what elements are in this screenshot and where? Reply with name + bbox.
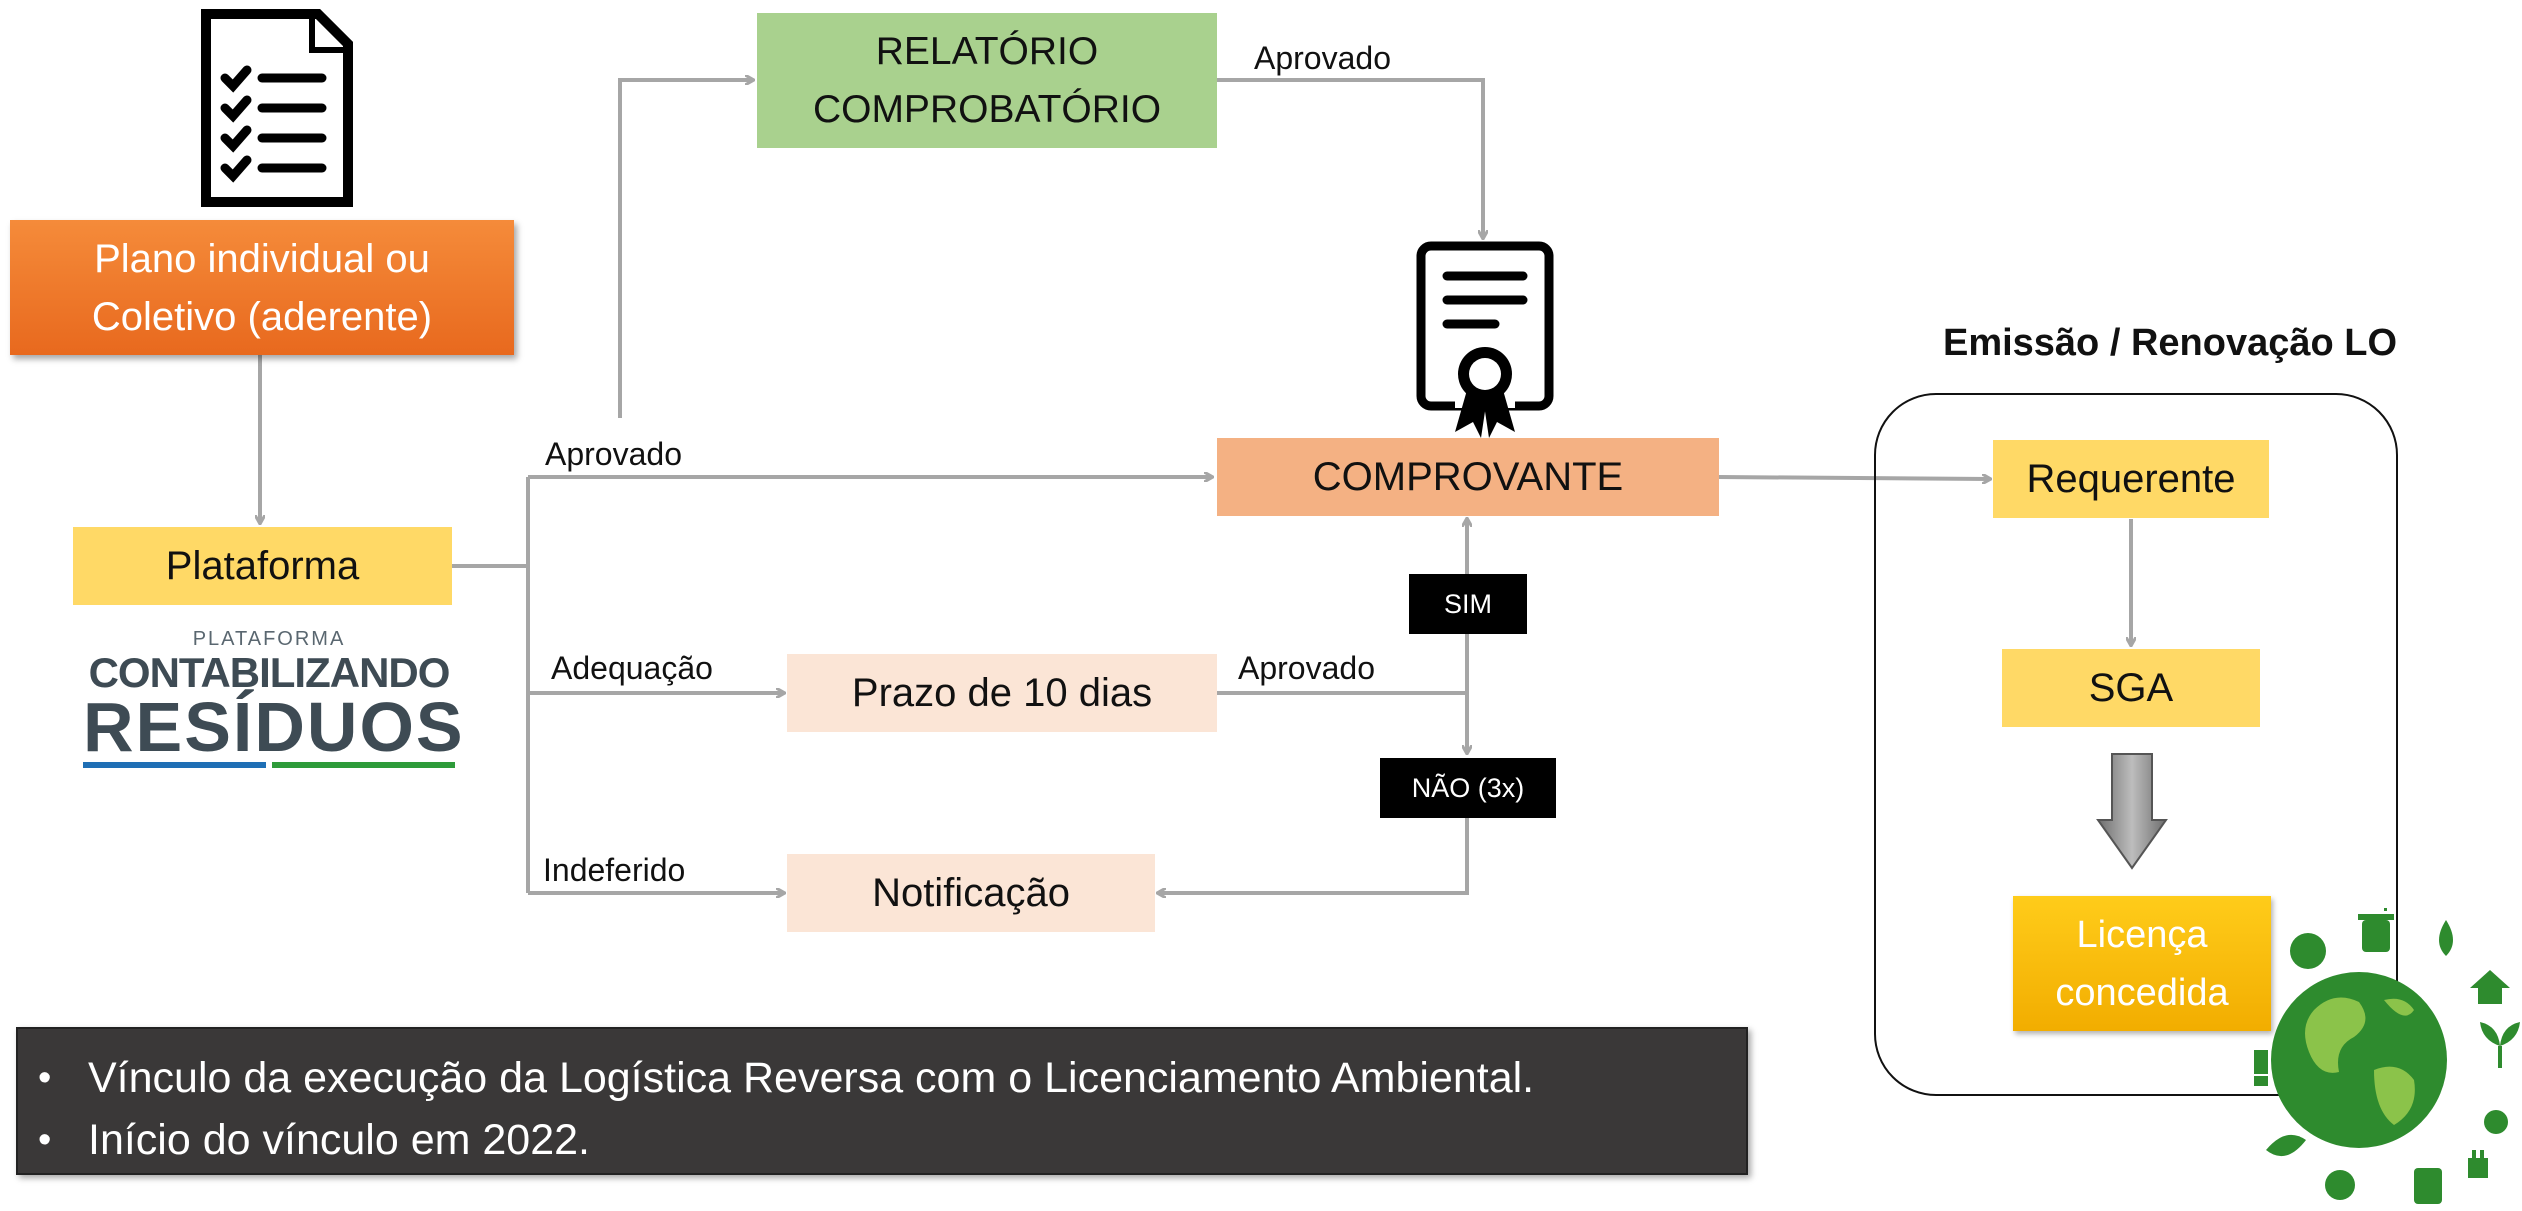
notes-panel: • Vínculo da execução da Logística Rever… xyxy=(16,1027,1748,1175)
bullet-text: Vínculo da execução da Logística Reversa… xyxy=(88,1053,1535,1102)
comprovante-box: COMPROVANTE xyxy=(1217,438,1719,516)
logo-caption: PLATAFORMA xyxy=(192,628,346,650)
sim-tag: SIM xyxy=(1409,574,1527,634)
label-aprovado-direct: Aprovado xyxy=(545,436,682,472)
arrow-comprovante-requerente xyxy=(1718,477,1990,479)
down-arrow-icon xyxy=(2096,753,2168,870)
plano-box: Plano individual ou Coletivo (aderente) xyxy=(10,220,514,355)
label-aprovado-relatorio: Aprovado xyxy=(1254,40,1391,76)
notificacao-box: Notificação xyxy=(787,854,1155,932)
label-indeferido: Indeferido xyxy=(543,852,686,888)
licenca-box: Licença concedida xyxy=(2013,896,2271,1031)
sga-box: SGA xyxy=(2002,649,2260,727)
logo-line-2: RESÍDUOS xyxy=(83,688,465,766)
nao-tag: NÃO (3x) xyxy=(1380,758,1556,818)
arrow-nao-notificacao xyxy=(1158,813,1469,893)
bullet-text: Início do vínculo em 2022. xyxy=(88,1115,590,1164)
checklist-icon xyxy=(201,9,353,207)
bullet-dot: • xyxy=(38,1118,52,1161)
label-adequacao: Adequação xyxy=(551,650,713,686)
arrow-to-relatorio xyxy=(618,80,753,418)
contabilizando-residuos-logo: CONTABILIZANDO RESÍDUOS xyxy=(83,649,465,766)
bullet-dot: • xyxy=(38,1056,52,1099)
lo-frame xyxy=(1874,393,2398,1096)
plataforma-box: Plataforma xyxy=(73,527,452,605)
relatorio-box: RELATÓRIO COMPROBATÓRIO xyxy=(757,13,1217,148)
lo-title: Emissão / Renovação LO xyxy=(1942,322,2398,364)
label-aprovado-prazo: Aprovado xyxy=(1238,650,1375,686)
logo-line-1: CONTABILIZANDO xyxy=(88,649,451,696)
arrow-relatorio-comprovante xyxy=(1217,78,1483,238)
eco-globe-icon xyxy=(2254,908,2520,1204)
logo-underline xyxy=(83,762,455,768)
bullet-item: • Vínculo da execução da Logística Rever… xyxy=(38,1047,1746,1109)
bullet-item: • Início do vínculo em 2022. xyxy=(38,1109,1746,1171)
prazo-box: Prazo de 10 dias xyxy=(787,654,1217,732)
certificate-icon xyxy=(1416,241,1554,438)
requerente-box: Requerente xyxy=(1993,440,2269,518)
